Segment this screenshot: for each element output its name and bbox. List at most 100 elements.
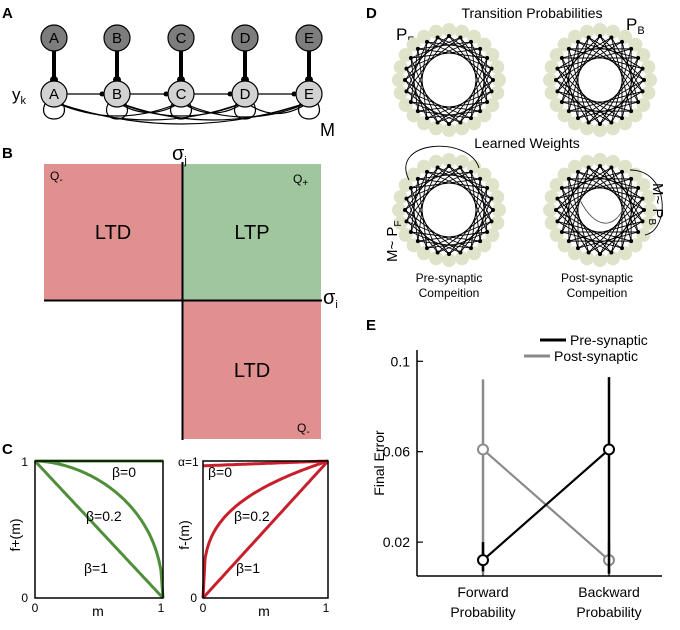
panel-e: E Final Error 0.020.060.1 ForwardProbabi…	[366, 317, 662, 620]
ring-chord	[568, 167, 590, 242]
inner-arc	[579, 199, 626, 224]
ring-chord	[599, 35, 639, 103]
ring-chord	[410, 231, 461, 253]
caption-pre-line1: Pre-synaptic	[416, 271, 483, 285]
c-right-curve-beta02	[201, 459, 329, 599]
panel-c-letter: C	[2, 441, 13, 458]
ring-synapse-dot	[586, 165, 591, 170]
ring-synapse-dot	[469, 246, 473, 251]
ring-chord	[557, 198, 612, 253]
c-left-beta0-label: β=0	[112, 464, 136, 480]
ring-node	[490, 85, 505, 100]
ring-chord	[561, 187, 601, 255]
ring-synapse-dot	[555, 89, 560, 94]
ring-node	[593, 23, 607, 37]
ring-chord	[470, 48, 481, 119]
ring-chord	[406, 165, 450, 222]
ring-node	[393, 85, 408, 100]
ring-node	[442, 123, 456, 137]
ring-chord	[437, 167, 494, 211]
ring-chord	[406, 68, 428, 119]
ring-chord	[568, 48, 590, 123]
ring-synapse-dot	[469, 39, 473, 44]
ring-node	[641, 215, 656, 230]
ring-chord	[437, 209, 494, 253]
ltd-quadrant-bottom-right	[183, 301, 321, 439]
c-right-xlabel: m	[258, 603, 270, 619]
ring-synapse-dot	[403, 78, 407, 82]
bottom-node-label: D	[240, 86, 251, 103]
ring-chord	[406, 220, 472, 249]
ring-chord	[557, 48, 632, 70]
c-left-tick-1: 1	[21, 455, 28, 469]
ltd-top-label: LTD	[95, 222, 131, 244]
c-right-xtick-0: 0	[200, 601, 207, 615]
m-pb-label: M~ PB	[646, 183, 666, 225]
c-left-curves	[33, 459, 165, 600]
ring-chord	[577, 209, 645, 249]
ring-synapse-dot	[489, 196, 494, 201]
alpha-label: α=1	[178, 455, 199, 469]
ring-node	[643, 203, 657, 217]
ring-node	[605, 154, 620, 169]
ring-synapse-dot	[576, 116, 580, 121]
panel-d-letter: D	[366, 5, 377, 22]
c-left-xtick-1: 1	[158, 601, 165, 615]
ring-synapse-dot	[598, 122, 602, 126]
ring-chord	[437, 79, 494, 123]
ring-node	[544, 190, 559, 205]
ring-chord	[557, 37, 612, 92]
ring-chord	[459, 37, 488, 103]
ring-chord	[417, 240, 472, 249]
ring-node	[490, 190, 505, 205]
ring-synapse-dot	[435, 35, 440, 40]
ring-chord	[470, 41, 481, 112]
ring-chord	[568, 90, 643, 112]
ring-chord	[448, 91, 492, 125]
ring-chord	[479, 187, 488, 242]
c-left-ylabel: f+(m)	[7, 518, 23, 551]
ring-chord	[568, 220, 643, 242]
ring-chord	[561, 57, 601, 125]
ring-node	[492, 73, 506, 87]
c-right-curve-beta0	[202, 459, 329, 468]
ring-node	[593, 153, 607, 167]
ring-synapse-dot	[636, 186, 641, 190]
ring-node	[641, 190, 656, 205]
ring-chord	[437, 231, 488, 253]
ring-chord	[410, 187, 439, 253]
ring-learned-post	[543, 153, 663, 267]
ring-node	[643, 73, 657, 87]
ring-synapse-dot	[478, 239, 483, 244]
ring-chord	[557, 68, 612, 123]
ring-chord	[406, 198, 428, 249]
ring-chord	[470, 41, 492, 92]
ring-synapse-dot	[576, 39, 580, 44]
ring-synapse-dot	[609, 165, 614, 170]
ring-chord	[404, 37, 461, 81]
transition-probabilities-title: Transition Probabilities	[461, 5, 602, 21]
ring-chord	[437, 167, 488, 189]
ring-chord	[557, 220, 632, 242]
ring-chord	[470, 198, 492, 249]
ring-synapse-dot	[559, 230, 564, 234]
ring-synapse-dot	[478, 46, 483, 51]
c-right-beta1-label: β=1	[236, 560, 260, 576]
ring-synapse-dot	[447, 252, 451, 256]
top-node-label: A	[49, 30, 59, 47]
ring-node	[442, 253, 456, 267]
ring-chord	[568, 37, 590, 112]
c-left-frame	[34, 460, 164, 599]
ring-synapse-dot	[555, 66, 560, 71]
ring-chord	[557, 90, 632, 112]
data-point	[477, 554, 489, 567]
ring-chord	[588, 68, 643, 123]
ring-synapse-dot	[425, 116, 429, 121]
c-left-beta02-label: β=0.2	[86, 508, 122, 524]
ring-chord	[410, 231, 481, 242]
ring-synapse-dot	[629, 176, 634, 181]
bottom-node-label: B	[112, 86, 122, 103]
ring-chord	[426, 171, 492, 200]
ring-synapse-dot	[559, 56, 564, 60]
top-node-label: E	[304, 30, 314, 47]
